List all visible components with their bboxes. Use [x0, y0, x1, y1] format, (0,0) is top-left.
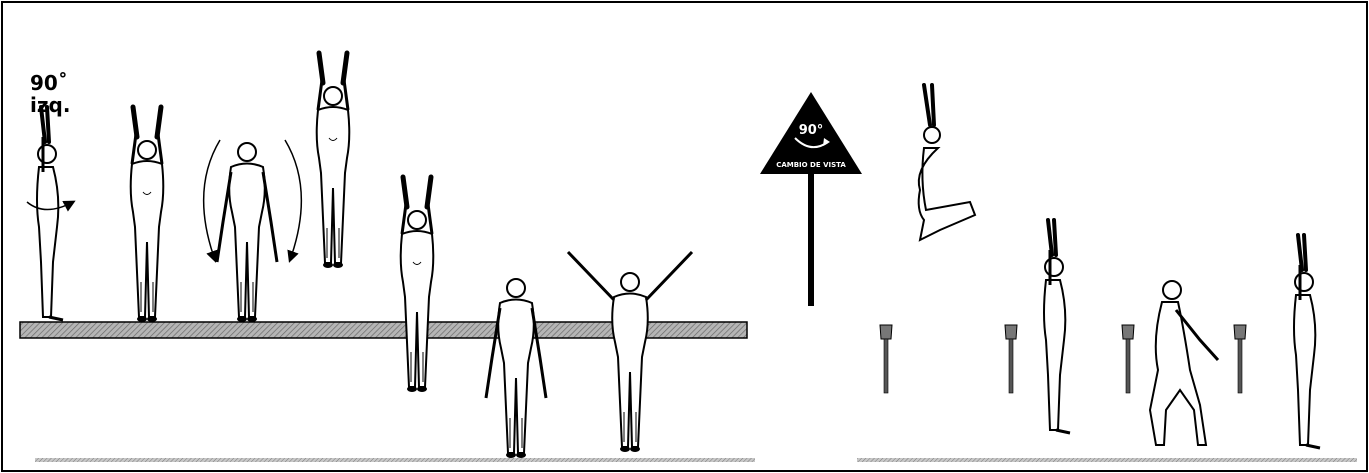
figure-jump [317, 53, 350, 268]
figure-tuck-jump [919, 85, 975, 240]
view-change-sign: 90° CAMBIO DE VISTA [760, 92, 862, 306]
figure-final-stance [1294, 235, 1320, 448]
pole-2 [1005, 325, 1017, 393]
figure-arms-circle [204, 140, 302, 322]
figure-floor-arms-down [486, 279, 546, 458]
sign-caption: CAMBIO DE VISTA [776, 161, 846, 169]
floor-line-right [857, 458, 1357, 462]
figure-straight-jump [1044, 220, 1070, 433]
figure-arms-up [131, 107, 164, 322]
pole-3 [1122, 325, 1134, 393]
figure-rotation [27, 107, 73, 320]
sign-angle: 90° [799, 123, 824, 138]
pole-1 [880, 325, 892, 393]
pole-4 [1234, 325, 1246, 393]
figure-arms-v [568, 252, 692, 452]
floor-line-left [35, 458, 755, 462]
figure-beam-straddle [401, 177, 434, 392]
figure-squat [1150, 281, 1218, 445]
